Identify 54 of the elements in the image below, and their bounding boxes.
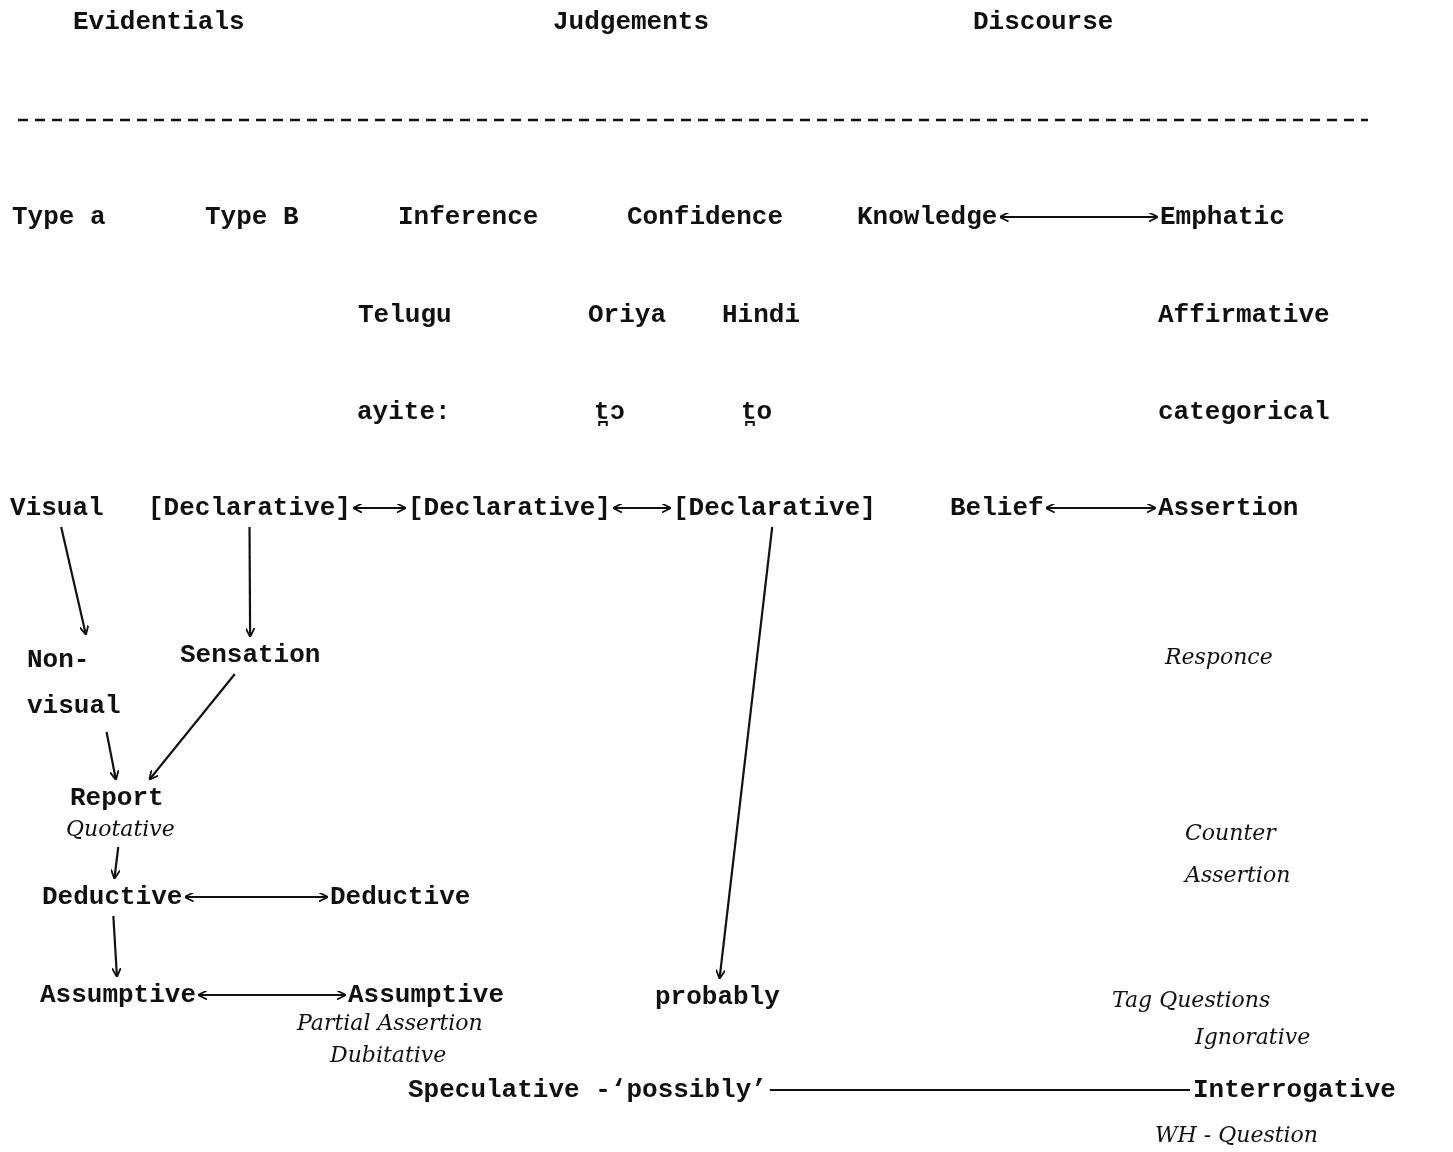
- term-label: [Declarative]: [148, 492, 351, 524]
- arrow: [1044, 502, 1157, 514]
- term-label: Deductive: [42, 881, 183, 913]
- term-label: Knowledge: [857, 201, 998, 233]
- column-heading: Discourse: [973, 6, 1114, 38]
- term-label: Quotative: [66, 815, 175, 843]
- arrow: [110, 846, 121, 880]
- term-label: Emphatic: [1160, 201, 1285, 233]
- arrow: [715, 526, 774, 980]
- annotation-text: Partial Assertion: [297, 1009, 483, 1037]
- annotation-text: WH - Question: [1155, 1121, 1319, 1149]
- category-label: Responce: [1165, 643, 1273, 671]
- term-label: Assumptive: [348, 979, 505, 1011]
- category-label: t̪o: [741, 396, 773, 428]
- term-label: Deductive: [330, 881, 471, 913]
- category-label: Counter Assertion: [1185, 819, 1292, 889]
- category-label: Hindi: [722, 299, 800, 331]
- term-label: probably: [655, 981, 780, 1013]
- arrow: [352, 502, 407, 514]
- arrow: [612, 502, 672, 514]
- category-label: Oriya: [588, 299, 666, 331]
- category-label: Type a: [12, 201, 106, 233]
- term-label: Visual: [10, 492, 104, 524]
- term-label: Speculative -‘possibly’: [408, 1074, 767, 1106]
- arrow: [244, 527, 256, 638]
- column-heading: Judgements: [553, 6, 710, 38]
- category-label: ayite:: [357, 396, 451, 428]
- term-label: Assertion: [1158, 492, 1299, 524]
- arrow: [105, 731, 120, 781]
- arrow: [197, 989, 347, 1001]
- arrow: [998, 211, 1159, 223]
- column-heading: Evidentials: [73, 6, 245, 38]
- term-label: Report: [70, 782, 165, 814]
- category-label: Ignorative: [1195, 1023, 1311, 1051]
- term-label: [Declarative]: [673, 492, 876, 524]
- arrow: [183, 891, 329, 903]
- term-label: [Declarative]: [408, 492, 611, 524]
- arrow: [60, 526, 90, 636]
- category-label: Type B: [205, 201, 299, 233]
- category-label: Inference: [398, 201, 539, 233]
- term-label: Assumptive: [40, 979, 197, 1011]
- term-label: Sensation: [180, 639, 321, 671]
- category-label: categorical: [1158, 396, 1330, 428]
- arrow: [148, 673, 236, 781]
- category-label: Telugu: [358, 299, 452, 331]
- term-label: Non- visual: [27, 644, 122, 723]
- term-label: Belief: [950, 492, 1044, 524]
- arrow: [111, 915, 122, 978]
- category-label: Tag Questions: [1112, 986, 1271, 1014]
- term-label: Interrogative: [1193, 1074, 1396, 1106]
- category-label: Confidence: [627, 201, 784, 233]
- category-label: Affirmative: [1158, 299, 1330, 331]
- annotation-text: Dubitative: [330, 1041, 447, 1069]
- category-label: t̪ɔ: [594, 396, 626, 428]
